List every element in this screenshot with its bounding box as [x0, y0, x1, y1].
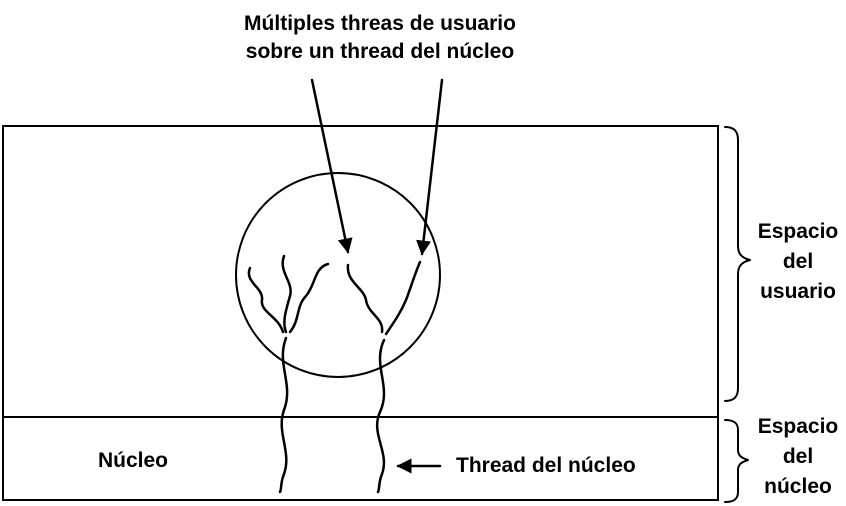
- user-thread: [288, 262, 330, 334]
- kernel-space-label-3: núcleo: [764, 475, 832, 498]
- title-line-2: sobre un thread del núcleo: [246, 40, 514, 63]
- title-arrow-left: [310, 78, 353, 254]
- kernel-space-brace: [724, 419, 749, 503]
- user-space-label-3: usuario: [760, 280, 836, 303]
- user-thread: [384, 260, 422, 336]
- kernel-space-label-1: Espacio: [758, 415, 839, 438]
- user-thread: [346, 263, 384, 334]
- title-line-1: Múltiples threas de usuario: [244, 12, 516, 35]
- title-arrow-right: [416, 78, 444, 256]
- kernel-space-box: [2, 416, 719, 501]
- process-circle: [235, 172, 441, 378]
- kernel-thread-label: Thread del núcleo: [456, 454, 636, 477]
- kernel-space-label-2: del: [783, 445, 813, 468]
- user-thread: [281, 254, 292, 334]
- kernel-label: Núcleo: [98, 449, 168, 472]
- user-thread: [247, 266, 285, 334]
- user-space-label-2: del: [783, 250, 813, 273]
- user-space-brace: [724, 126, 751, 402]
- user-space-box: [2, 125, 719, 418]
- kernel-thread: [375, 338, 386, 494]
- user-space-label-1: Espacio: [758, 220, 839, 243]
- kernel-thread: [278, 336, 289, 494]
